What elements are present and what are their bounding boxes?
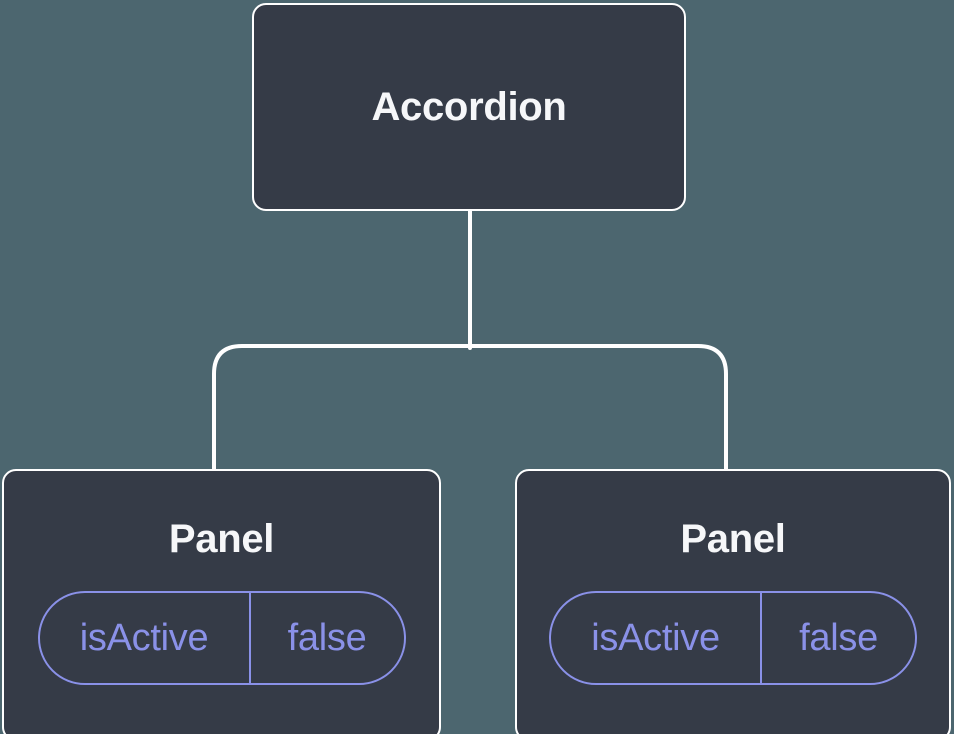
state-pill-right: isActive false [549,591,917,685]
panel-node-left-label: Panel [168,517,275,561]
accordion-node: Accordion [252,3,686,211]
state-pill-left: isActive false [37,591,406,685]
panel-node-right: Panel isActive false [515,469,951,734]
state-key-label: isActive [551,593,763,683]
state-value-label: false [799,616,878,659]
panel-node-left: Panel isActive false [2,469,441,734]
state-key-label: isActive [40,593,251,683]
state-value-label: false [287,616,367,659]
connector-branch [212,344,728,472]
accordion-node-label: Accordion [371,84,567,129]
panel-node-right-label: Panel [680,517,786,561]
